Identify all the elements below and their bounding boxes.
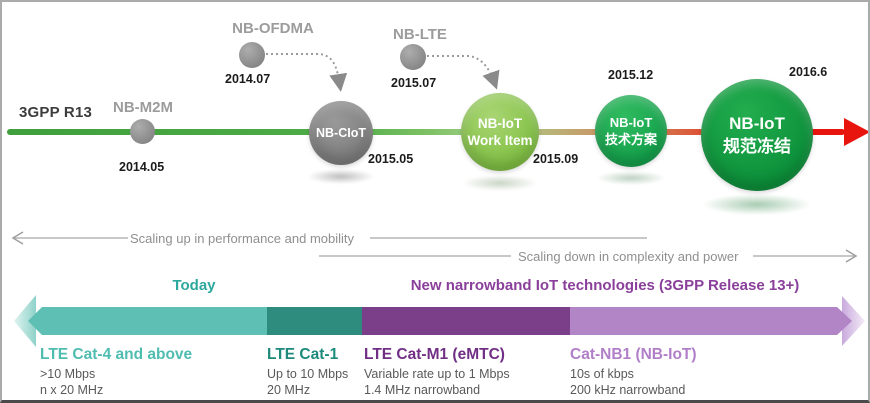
scaling-down-arrowhead-icon xyxy=(845,249,858,263)
category-lte-cat1: LTE Cat-1 Up to 10 Mbps 20 MHz xyxy=(267,346,348,397)
workitem-shadow xyxy=(462,175,538,191)
bar-segment-cat-nb1 xyxy=(570,307,852,335)
tech-label-line2: 技术方案 xyxy=(604,132,657,147)
category-name: Cat-NB1 (NB-IoT) xyxy=(570,346,697,363)
era-label: 3GPP R13 xyxy=(19,104,93,121)
bar-segment-lte-cat1 xyxy=(267,307,362,335)
category-spec-rate: >10 Mbps xyxy=(40,367,96,381)
category-name: LTE Cat-M1 (eMTC) xyxy=(364,346,505,363)
milestone-node-nb-m2m xyxy=(130,119,155,144)
category-lte-cat4: LTE Cat-4 and above >10 Mbps n x 20 MHz xyxy=(40,346,192,397)
category-spec-bandwidth: n x 20 MHz xyxy=(40,383,104,397)
category-name: LTE Cat-4 and above xyxy=(40,346,193,363)
milestone-date-spec-freeze: 2016.6 xyxy=(789,65,828,79)
freeze-label-line2: 规范冻结 xyxy=(723,137,791,156)
workitem-label-line1: NB-IoT xyxy=(477,116,523,131)
milestone-date-nb-lte: 2015.07 xyxy=(391,76,437,90)
timeline-arrowhead-icon xyxy=(844,118,868,146)
bar-segment-lte-catm1 xyxy=(362,307,570,335)
lte-to-workitem-arrow xyxy=(427,55,500,90)
bar-segment-lte-cat4 xyxy=(28,307,267,335)
category-cat-nb1: Cat-NB1 (NB-IoT) 10s of kbps 200 kHz nar… xyxy=(570,346,697,397)
milestone-node-nb-ciot: NB-CIoT xyxy=(309,101,373,165)
ciot-shadow xyxy=(307,169,375,184)
milestone-date-tech-solution: 2015.12 xyxy=(608,68,654,82)
category-spec-bandwidth: 200 kHz narrowband xyxy=(570,383,686,397)
category-name: LTE Cat-1 xyxy=(267,346,339,363)
milestone-node-nb-lte xyxy=(400,44,426,70)
milestone-node-nb-ofdma xyxy=(239,42,265,68)
milestone-label-nb-lte: NB-LTE xyxy=(393,26,447,43)
milestone-date-nb-ofdma: 2014.07 xyxy=(225,72,271,86)
category-spec-bandwidth: 20 MHz xyxy=(267,383,311,397)
freeze-shadow xyxy=(702,194,812,215)
new-narrowband-heading: New narrowband IoT technologies (3GPP Re… xyxy=(410,277,800,294)
scaling-down-label: Scaling down in complexity and power xyxy=(518,249,739,264)
today-heading: Today xyxy=(172,277,216,294)
milestone-date-workitem: 2015.09 xyxy=(533,152,579,166)
milestone-label-nb-m2m: NB-M2M xyxy=(113,99,173,116)
category-spec-rate: Up to 10 Mbps xyxy=(267,367,349,381)
category-spec-rate: 10s of kbps xyxy=(570,367,634,381)
freeze-label-line1: NB-IoT xyxy=(729,114,785,133)
category-lte-catm1: LTE Cat-M1 (eMTC) Variable rate up to 1 … xyxy=(364,346,510,397)
milestone-label-nb-ciot: NB-CIoT xyxy=(316,126,366,140)
milestone-date-nb-m2m: 2014.05 xyxy=(119,160,165,174)
timeline-axis xyxy=(7,129,845,135)
milestone-node-tech-solution: NB-IoT 技术方案 xyxy=(595,95,667,167)
workitem-label-line2: Work Item xyxy=(467,133,533,148)
category-spec-bandwidth: 1.4 MHz narrowband xyxy=(364,383,481,397)
ofdma-to-ciot-arrow xyxy=(266,53,348,92)
tech-shadow xyxy=(596,171,666,185)
scaling-up-arrowhead-icon xyxy=(11,231,24,245)
milestone-node-spec-freeze: NB-IoT 规范冻结 xyxy=(701,79,813,191)
category-spec-rate: Variable rate up to 1 Mbps xyxy=(364,367,510,381)
milestone-label-nb-ofdma: NB-OFDMA xyxy=(232,20,314,37)
milestone-date-nb-ciot: 2015.05 xyxy=(368,152,414,166)
tech-label-line1: NB-IoT xyxy=(609,115,653,130)
milestone-node-workitem: NB-IoT Work Item xyxy=(461,93,539,171)
scaling-up-label: Scaling up in performance and mobility xyxy=(130,231,355,246)
